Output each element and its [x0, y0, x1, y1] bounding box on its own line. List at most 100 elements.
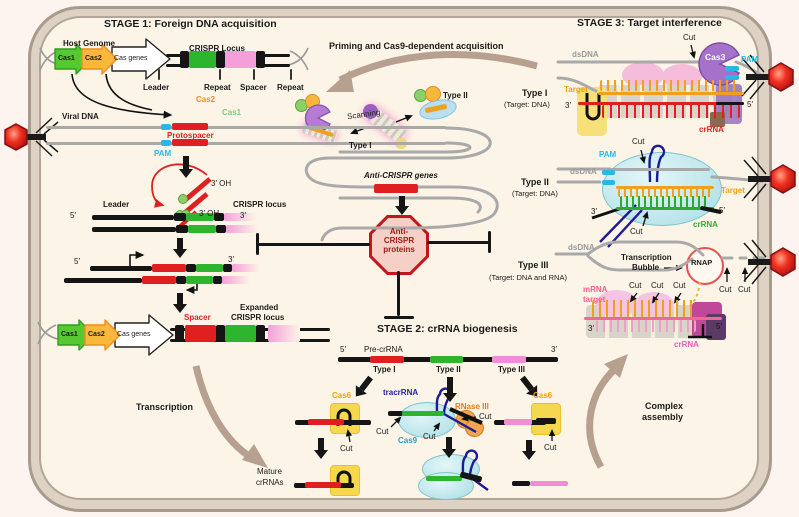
crrna-green [426, 476, 462, 481]
down-arrow [313, 438, 328, 459]
crrna-ticks-pink [596, 320, 696, 332]
cas6-left-label: Cas6 [332, 391, 352, 400]
strand [92, 215, 174, 220]
strand [216, 225, 226, 233]
s2-type1-label: Type I [373, 365, 396, 374]
strand [226, 225, 258, 233]
transcription-bubble-label2: Bubble [632, 263, 660, 272]
strand [222, 276, 250, 284]
cas-gene-arrows-bottom [57, 314, 174, 356]
strand [186, 276, 213, 284]
pam-block [602, 180, 615, 185]
crrna-label-magenta: crRNA [674, 340, 699, 349]
dsdna-through [610, 168, 710, 171]
five-prime: 5′ [716, 322, 722, 331]
promoter-arrows [129, 251, 198, 294]
inhibition-tick [384, 316, 414, 319]
strand [90, 266, 152, 271]
crispr-locus2-label: CRISPR locus [233, 200, 287, 209]
crrna-line-red [578, 102, 744, 105]
five-prime: 5′ [74, 257, 80, 266]
pre-crrna-label: Pre-crRNA [364, 345, 403, 354]
crrna-pink [504, 419, 532, 425]
mrna-target-label1: mRNA [583, 285, 608, 294]
pam-block [161, 140, 171, 146]
cas9-label: Cas9 [398, 436, 418, 445]
legend-type2-target: (Target: DNA) [512, 189, 558, 198]
three-prime: 3′ [588, 324, 594, 333]
crrna-hairpins [336, 93, 601, 488]
type1-scanning-cas-blob [363, 104, 378, 119]
rnap-label: RNAP [691, 258, 713, 267]
stage1-title: STAGE 1: Foreign DNA acquisition [104, 18, 277, 30]
legend-type1: Type I [522, 88, 548, 98]
scan-type1-label: Type I [349, 141, 372, 150]
cas6-box-type1-mature [330, 465, 360, 496]
cas12-pacman [304, 104, 331, 132]
brown-flow-arrows [192, 51, 628, 469]
three-prime: 3′ [565, 101, 571, 110]
repeat-label: Repeat [277, 83, 304, 92]
cut-arrows [345, 44, 749, 443]
dsdna-label: dsDNA [568, 243, 595, 252]
target-ticks [618, 189, 712, 197]
inhibition-line [427, 241, 489, 244]
anti-crispr-genes-label: Anti-CRISPR genes [364, 171, 438, 180]
crrna-black [512, 481, 530, 486]
rnase3-label: RNase III [455, 402, 489, 411]
strand [186, 213, 214, 221]
strand [214, 213, 224, 221]
cas6-box-type1 [330, 403, 360, 434]
phage-right-3 [743, 239, 796, 285]
target-label: Target [564, 85, 588, 94]
protospacer-label: Protospacer [167, 131, 214, 140]
cut-label: Cut [738, 285, 751, 294]
strand [152, 264, 186, 272]
repeat-block [256, 325, 265, 342]
strand [174, 213, 186, 221]
spacer-green [189, 51, 216, 68]
repeat-block [175, 325, 184, 342]
crrna-label-red: crRNA [699, 125, 724, 134]
anti-line2: CRISPR [383, 236, 415, 246]
strand [188, 225, 216, 233]
pre-crrna-pink [492, 356, 526, 363]
label-connector [290, 69, 292, 80]
cut-label: Cut [719, 285, 732, 294]
oh-label: 3′ OH [199, 209, 220, 218]
strand [64, 278, 142, 283]
target-line [598, 92, 744, 95]
type3-5prime-corner [688, 324, 712, 339]
strand [224, 213, 256, 221]
cas-genes-label: Cas genes [114, 55, 148, 62]
pam-block [602, 170, 615, 175]
cut-label: Cut [673, 281, 686, 290]
pam-label: PAM [599, 150, 617, 159]
expanded-locus-label2: CRISPR locus [231, 313, 285, 322]
cas1-free-label: Cas1 [222, 108, 242, 117]
inhibition-tick [256, 233, 259, 255]
cut-label: Cut [651, 281, 664, 290]
tracrrna-label: tracrRNA [383, 388, 419, 397]
s2-type3-label: Type III [498, 365, 525, 374]
new-spacer-label: Spacer [184, 313, 211, 322]
phage-genome-loop [304, 126, 499, 242]
legend-type3: Type III [518, 260, 549, 270]
phage-left [4, 117, 59, 157]
target-ticks [600, 80, 740, 91]
spacer-label: Spacer [240, 83, 267, 92]
repeat-block [256, 51, 265, 68]
viral-dna-label: Viral DNA [62, 112, 99, 121]
stage2-title: STAGE 2: crRNA biogenesis [377, 323, 518, 335]
down-arrow [521, 440, 536, 460]
cut-label: Cut [340, 444, 353, 453]
label-connector [219, 69, 221, 80]
integration-arrows [71, 73, 173, 119]
down-arrow [441, 437, 456, 458]
pam-label: PAM [154, 149, 172, 158]
inhibition-tick [488, 231, 491, 253]
crrna-ticks-red [602, 105, 740, 118]
spacer-green [225, 325, 256, 342]
down-arrow [442, 377, 457, 402]
